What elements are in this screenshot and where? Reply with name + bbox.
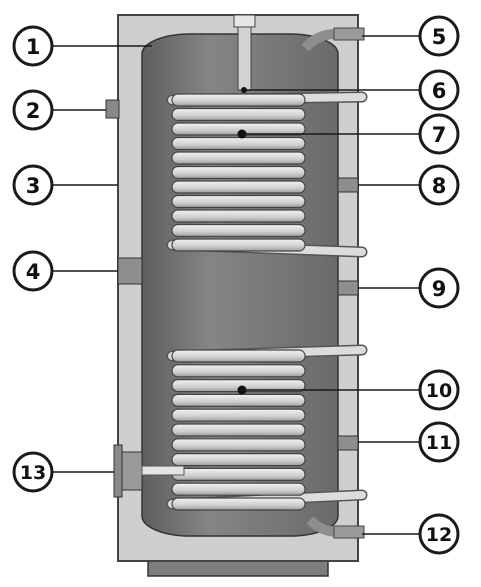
callout-5: 5 <box>418 15 460 57</box>
svg-text:9: 9 <box>432 277 447 301</box>
svg-text:13: 13 <box>20 462 46 484</box>
heater-element <box>141 465 185 476</box>
callout-11: 11 <box>418 421 460 463</box>
callout-13: 13 <box>12 451 54 493</box>
cold-water-inlet-stub <box>333 525 365 539</box>
svg-text:3: 3 <box>26 174 41 198</box>
svg-text:10: 10 <box>426 380 452 402</box>
thermometer-well <box>237 19 252 91</box>
hot-water-outlet-stub <box>333 27 365 41</box>
callout-8: 8 <box>418 164 460 206</box>
callout-1: 1 <box>12 25 54 67</box>
callout-3: 3 <box>12 164 54 206</box>
upper-coil <box>166 91 368 258</box>
svg-text:5: 5 <box>432 25 447 49</box>
callouts: 1 2 3 4 5 6 7 8 9 10 11 12 13 <box>12 15 460 555</box>
connection-8 <box>337 177 359 193</box>
lower-coil <box>166 344 368 511</box>
svg-text:2: 2 <box>26 99 41 123</box>
callout-4: 4 <box>12 250 54 292</box>
callout-10: 10 <box>418 369 460 411</box>
svg-text:1: 1 <box>26 35 41 59</box>
svg-text:7: 7 <box>432 123 447 147</box>
svg-text:8: 8 <box>432 174 447 198</box>
thermometer-cap <box>233 14 256 28</box>
connection-11 <box>337 435 359 451</box>
side-fitting <box>105 99 120 119</box>
sensor-port-left <box>117 257 143 285</box>
connection-9 <box>337 280 359 296</box>
base-foot <box>147 559 329 577</box>
svg-text:4: 4 <box>26 260 41 284</box>
svg-text:12: 12 <box>426 524 452 546</box>
callout-9: 9 <box>418 267 460 309</box>
callout-2: 2 <box>12 89 54 131</box>
callout-6: 6 <box>418 69 460 111</box>
heater-body <box>121 451 143 491</box>
svg-text:11: 11 <box>426 432 452 454</box>
callout-12: 12 <box>418 513 460 555</box>
svg-text:6: 6 <box>432 79 447 103</box>
heater-flange <box>113 444 123 498</box>
leader-lines <box>50 35 420 535</box>
callout-7: 7 <box>418 113 460 155</box>
